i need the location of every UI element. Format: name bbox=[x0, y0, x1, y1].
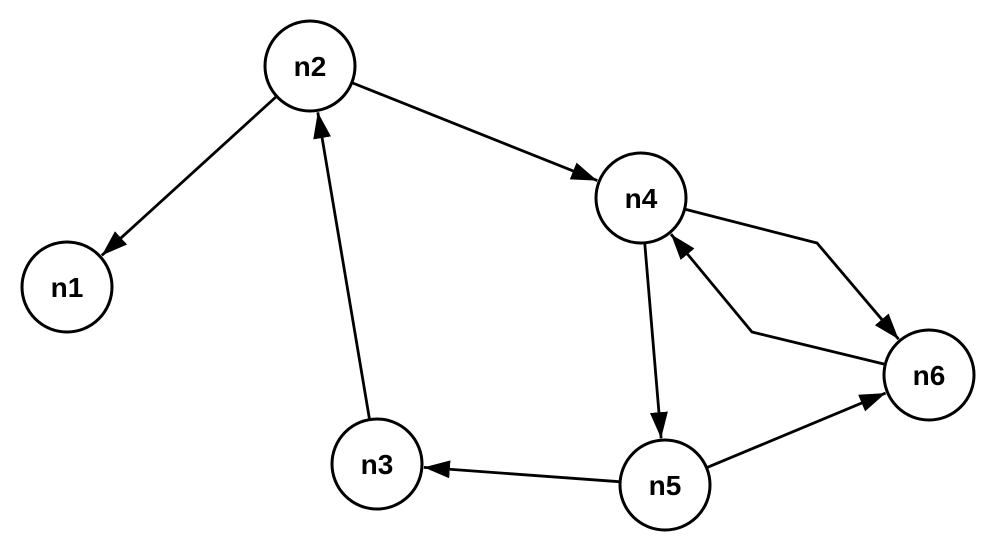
node-n1: n1 bbox=[20, 240, 114, 334]
node-circle-n3 bbox=[330, 417, 424, 511]
edge-n5-n3 bbox=[423, 460, 620, 484]
edge-n5-n6 bbox=[706, 391, 887, 469]
node-n5: n5 bbox=[618, 438, 712, 532]
node-label-n1: n1 bbox=[51, 272, 84, 303]
node-label-n5: n5 bbox=[649, 470, 682, 501]
node-circle-n2 bbox=[263, 19, 357, 113]
edge-n6-n4 bbox=[669, 233, 885, 366]
edges-layer bbox=[100, 81, 900, 484]
edge-n4-n5 bbox=[643, 243, 668, 439]
node-circle-n5 bbox=[618, 438, 712, 532]
node-label-n3: n3 bbox=[361, 449, 394, 480]
edge-n4-n6 bbox=[685, 208, 900, 341]
edge-n2-n4 bbox=[352, 81, 598, 182]
node-label-n6: n6 bbox=[913, 360, 946, 391]
edge-n2-n1 bbox=[100, 95, 277, 257]
nodes-layer: n1 n2 n3 n4 n5 n6 bbox=[20, 19, 976, 532]
node-circle-n1 bbox=[20, 240, 114, 334]
node-circle-n6 bbox=[882, 328, 976, 422]
node-circle-n4 bbox=[594, 151, 688, 245]
node-label-n2: n2 bbox=[294, 51, 327, 82]
node-n4: n4 bbox=[594, 151, 688, 245]
edge-n3-n2 bbox=[313, 112, 371, 419]
node-label-n4: n4 bbox=[625, 183, 658, 214]
node-n3: n3 bbox=[330, 417, 424, 511]
node-n2: n2 bbox=[263, 19, 357, 113]
node-n6: n6 bbox=[882, 328, 976, 422]
